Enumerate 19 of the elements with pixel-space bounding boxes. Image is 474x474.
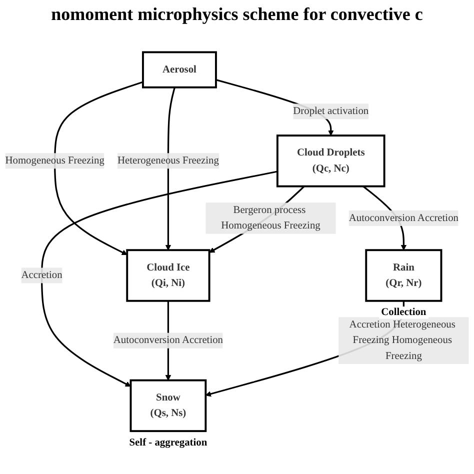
edge-label: Bergeron process Homogeneous Freezing <box>221 204 320 232</box>
node-box: Cloud Droplets (Qc, Nc) <box>276 134 386 188</box>
edge-label: Droplet activation <box>293 106 369 117</box>
arrow <box>54 81 144 256</box>
arrow <box>41 170 278 387</box>
process-note: Self - aggregation <box>129 438 208 449</box>
diagram-title: nomoment microphysics scheme for convective c <box>50 4 424 25</box>
node-box: Aerosol <box>142 51 217 89</box>
node-box: Rain (Qr, Nr) <box>365 249 442 302</box>
edge-label: Autoconversion Accretion <box>113 334 224 346</box>
arrow <box>165 87 176 251</box>
edge-label: Accretion Heterogeneous Freezing Homogeneous Freezing <box>349 319 456 362</box>
node-box: Snow (Qs, Ns) <box>130 380 207 432</box>
edge-label: Heterogeneous Freezing <box>117 155 219 166</box>
process-note: Collection <box>381 307 426 318</box>
edge-label: Accretion <box>21 270 62 281</box>
edge-label: Homogeneous Freezing <box>5 155 104 166</box>
node-box: Cloud Ice (Qi, Ni) <box>126 249 210 302</box>
edge-label: Autoconversion Accretion <box>348 212 458 224</box>
